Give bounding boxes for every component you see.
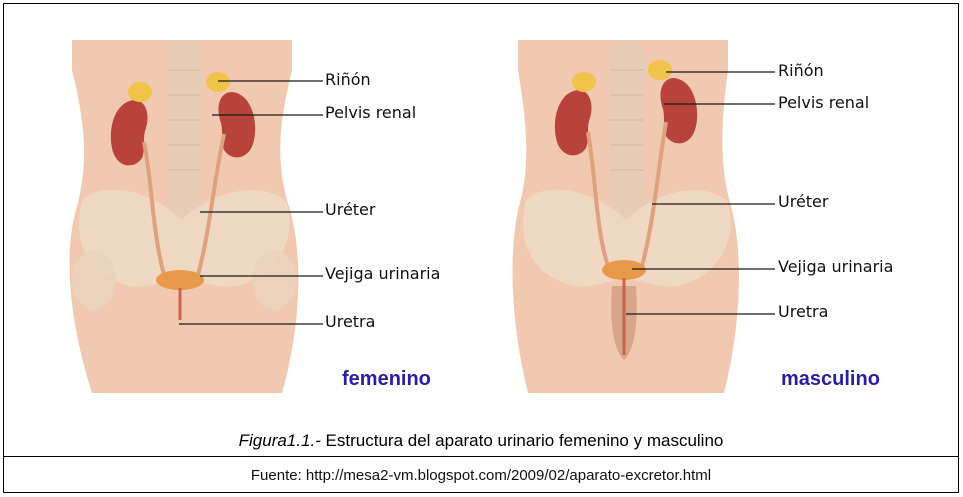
female-label-uretra: Uretra — [325, 314, 375, 330]
female-label-vejiga: Vejiga urinaria — [325, 266, 440, 282]
figure-caption: Figura1.1.- Estructura del aparato urina… — [4, 432, 958, 449]
male-label-pelvis-renal: Pelvis renal — [778, 95, 869, 111]
male-label-ureter: Uréter — [778, 194, 828, 210]
male-label-rinon: Riñón — [778, 63, 824, 79]
caption-number: Figura1.1.- — [239, 431, 321, 450]
male-title: masculino — [781, 369, 880, 389]
figure-frame: Riñón Pelvis renal Uréter Vejiga urinari… — [3, 3, 959, 493]
female-label-ureter: Uréter — [325, 202, 375, 218]
female-label-pelvis-renal: Pelvis renal — [325, 105, 416, 121]
female-title: femenino — [342, 369, 431, 389]
female-label-rinon: Riñón — [325, 72, 371, 88]
caption-text: Estructura del aparato urinario femenino… — [321, 431, 724, 450]
caption-divider — [4, 456, 958, 457]
source-line: Fuente: http://mesa2-vm.blogspot.com/200… — [4, 468, 958, 483]
male-label-vejiga: Vejiga urinaria — [778, 259, 893, 275]
male-label-uretra: Uretra — [778, 304, 828, 320]
